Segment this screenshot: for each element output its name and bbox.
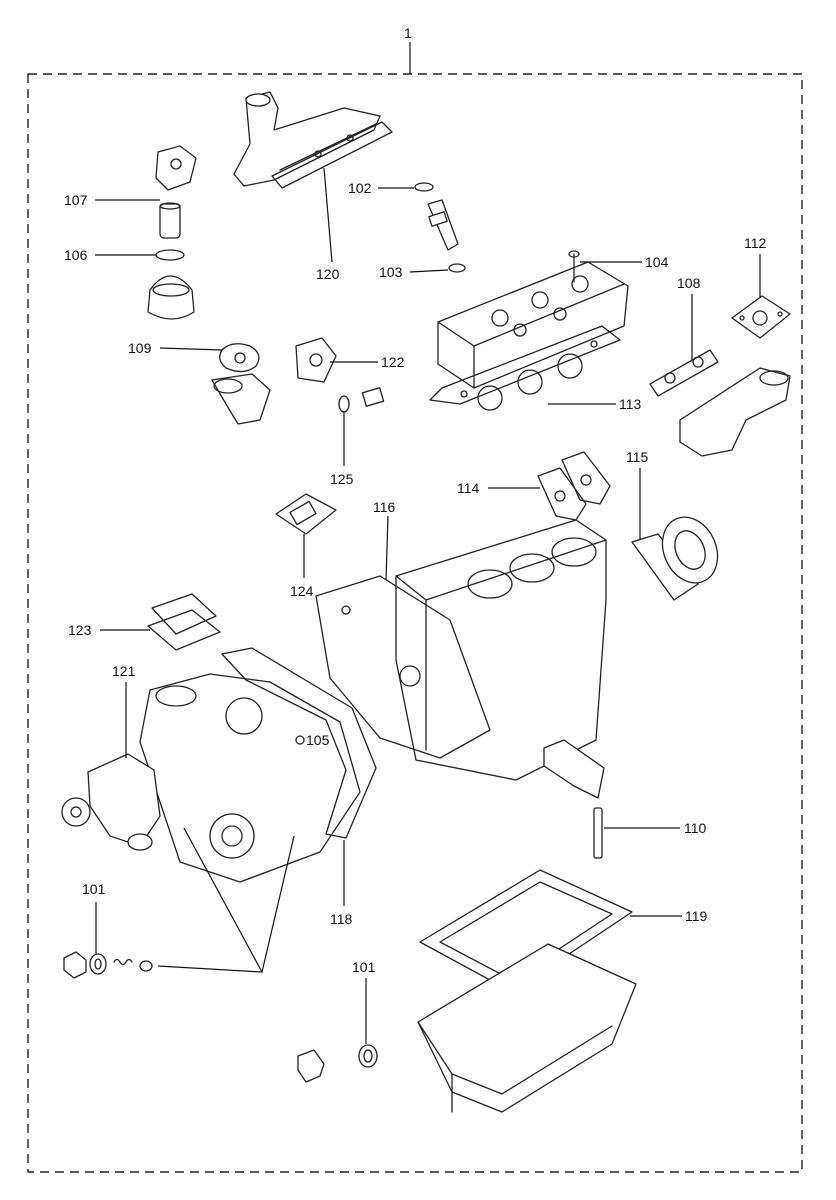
label-112: 112 (744, 235, 767, 251)
label-103: 103 (379, 264, 403, 280)
label-123: 123 (68, 622, 92, 638)
label-108: 108 (677, 275, 701, 291)
leader-109 (159, 347, 223, 351)
label-110: 110 (684, 820, 707, 836)
assembly-label: 1 (404, 25, 412, 41)
part-cylinder-block[interactable] (395, 519, 607, 781)
part-113-head-gasket[interactable] (429, 325, 621, 411)
part-104-valve[interactable] (568, 250, 580, 283)
part-101-oil-seal-front[interactable] (89, 953, 107, 975)
callout-lines (157, 827, 295, 973)
label-119: 119 (685, 908, 708, 924)
leader-116 (385, 515, 389, 581)
part-121-water-pump[interactable] (61, 753, 161, 851)
label-107: 107 (64, 192, 88, 208)
label-105: 105 (306, 732, 330, 748)
part-109-gasket[interactable] (219, 343, 260, 373)
leader-103 (409, 269, 449, 273)
part-110-seal-strip[interactable] (593, 807, 603, 859)
part-120-water-outlet[interactable] (233, 91, 393, 189)
part-112-gasket[interactable] (731, 295, 791, 339)
part-101-oil-seal-rear[interactable] (358, 1044, 378, 1068)
label-124: 124 (290, 583, 314, 599)
part-temperature-sensor[interactable] (361, 387, 385, 407)
part-water-flange[interactable] (211, 373, 271, 425)
label-120: 120 (316, 266, 340, 282)
part-122-gasket[interactable] (295, 337, 337, 383)
label-109: 109 (128, 340, 152, 356)
part-crank-nut[interactable] (63, 951, 87, 979)
part-118-gasket[interactable] (221, 647, 377, 839)
label-101-rear: 101 (352, 959, 376, 975)
part-drain-plug[interactable] (297, 1049, 325, 1083)
label-104: 104 (645, 254, 669, 270)
part-103-nozzle-gasket[interactable] (448, 263, 466, 273)
part-105-o-ring[interactable] (295, 735, 305, 745)
label-113: 113 (619, 396, 642, 412)
part-123-cover[interactable] (147, 593, 221, 651)
part-spring-key[interactable] (113, 958, 153, 972)
leader-120 (323, 167, 333, 263)
part-oil-pan[interactable] (417, 943, 637, 1113)
label-101-front: 101 (82, 881, 106, 897)
part-bracket[interactable] (543, 739, 605, 799)
label-115: 115 (626, 449, 649, 465)
label-121: 121 (112, 663, 136, 679)
label-114: 114 (457, 480, 480, 496)
part-116-gasket[interactable] (315, 575, 491, 759)
part-manifold[interactable] (679, 367, 791, 457)
part-114-gasket[interactable] (537, 451, 611, 521)
label-106: 106 (64, 247, 88, 263)
part-106-o-ring[interactable] (155, 249, 185, 261)
label-116: 116 (373, 499, 396, 515)
label-118: 118 (330, 911, 353, 927)
label-102: 102 (348, 180, 372, 196)
part-125-washer[interactable] (338, 395, 350, 413)
part-124-gasket[interactable] (275, 493, 337, 535)
label-125: 125 (330, 471, 354, 487)
part-107-thermostat-cover[interactable] (155, 145, 197, 191)
assembly-boundary (27, 73, 803, 1173)
part-115-oil-seal-housing[interactable] (631, 508, 728, 601)
part-thermostat-housing[interactable] (147, 275, 195, 320)
part-102-nozzle-seal[interactable] (414, 182, 434, 192)
part-cylinder-head[interactable] (437, 261, 629, 389)
part-119-oil-pan-gasket[interactable] (419, 869, 633, 993)
part-gear-case[interactable] (139, 673, 361, 883)
part-108-manifold-gasket[interactable] (649, 349, 719, 397)
label-122: 122 (381, 354, 405, 370)
part-thermostat[interactable] (159, 202, 181, 239)
part-injection-nozzle[interactable] (427, 199, 459, 251)
